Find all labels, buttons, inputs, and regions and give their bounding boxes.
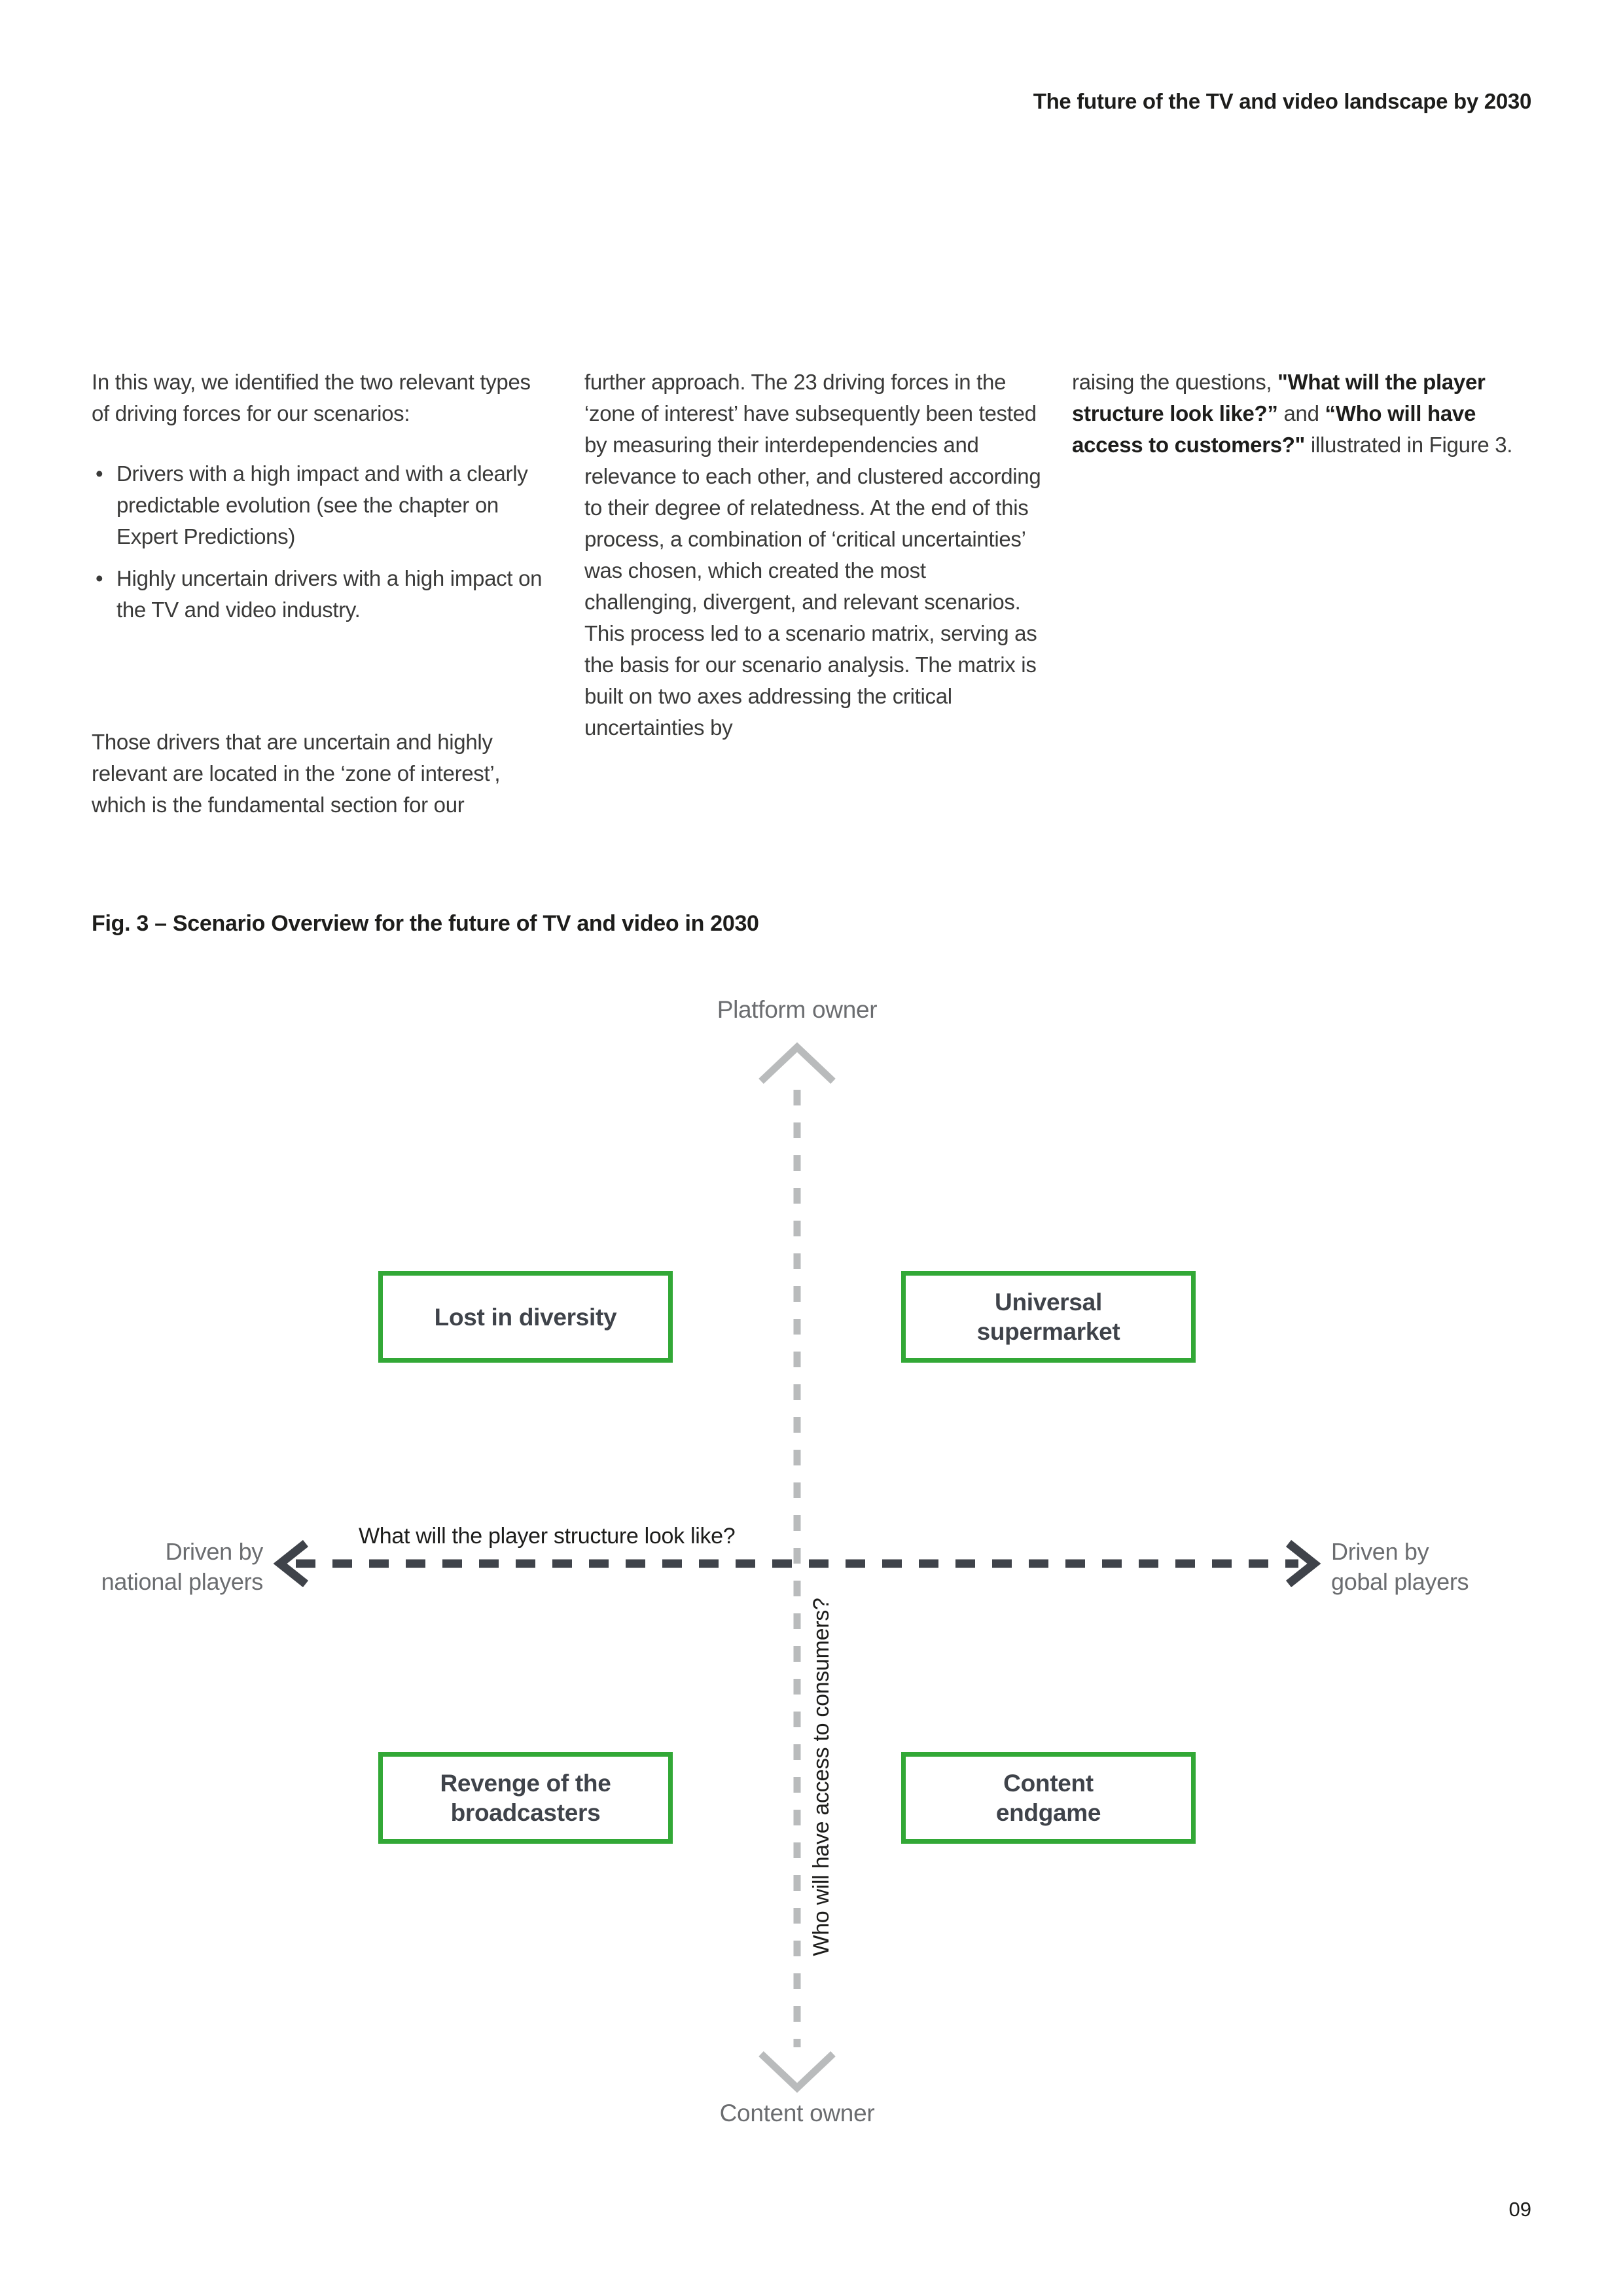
down-arrow-icon: [758, 2051, 836, 2093]
text-column-2: further approach. The 23 driving forces …: [584, 367, 1043, 744]
horizontal-axis-question: What will the player structure look like…: [359, 1524, 736, 1549]
text-run: and: [1277, 401, 1325, 425]
page-number: 09: [1508, 2198, 1531, 2221]
axes-canvas: [273, 1042, 1321, 2093]
right-arrow-icon: [1285, 1539, 1321, 1588]
text-column-3: raising the questions, "What will the pl…: [1072, 367, 1531, 461]
running-header: The future of the TV and video landscape…: [1033, 89, 1532, 113]
vertical-axis-question: Who will have access to consumers?: [809, 1598, 834, 1956]
axis-label-national-players: Driven by national players: [101, 1538, 264, 1595]
axis-label-platform-owner: Platform owner: [717, 996, 878, 1023]
scenario-box-content-endgame: Content endgame: [901, 1752, 1196, 1844]
paragraph: further approach. The 23 driving forces …: [584, 370, 1041, 740]
scenario-matrix-diagram: Platform owner Content owner Driven by n…: [0, 949, 1623, 2160]
scenario-box-lost-in-diversity: Lost in diversity: [378, 1271, 673, 1363]
paragraph: raising the questions, "What will the pl…: [1072, 367, 1531, 461]
text-run-bold: “Who will have access to customers?": [1072, 401, 1476, 457]
text-run: illustrated in Figure 3.: [1305, 433, 1513, 457]
axis-label-content-owner: Content owner: [719, 2100, 875, 2126]
axis-label-global-players: Driven by gobal players: [1331, 1538, 1469, 1595]
text-run-bold: "What will the player structure look lik…: [1072, 370, 1486, 425]
scenario-box-universal-supermarket: Universal supermarket: [901, 1271, 1196, 1363]
list-item: Highly uncertain drivers with a high imp…: [92, 563, 546, 626]
scenario-box-revenge-of-the-broadcasters: Revenge of the broadcasters: [378, 1752, 673, 1844]
figure-caption: Fig. 3 – Scenario Overview for the futur…: [92, 911, 759, 936]
text-run: raising the questions,: [1072, 370, 1278, 394]
left-arrow-icon: [273, 1539, 309, 1588]
list-item: Drivers with a high impact and with a cl…: [92, 458, 546, 552]
paragraph: In this way, we identified the two relev…: [92, 370, 531, 425]
text-column-1: In this way, we identified the two relev…: [92, 367, 546, 821]
bullet-list: Drivers with a high impact and with a cl…: [92, 458, 546, 626]
paragraph: Those drivers that are uncertain and hig…: [92, 730, 501, 817]
up-arrow-icon: [758, 1042, 836, 1084]
